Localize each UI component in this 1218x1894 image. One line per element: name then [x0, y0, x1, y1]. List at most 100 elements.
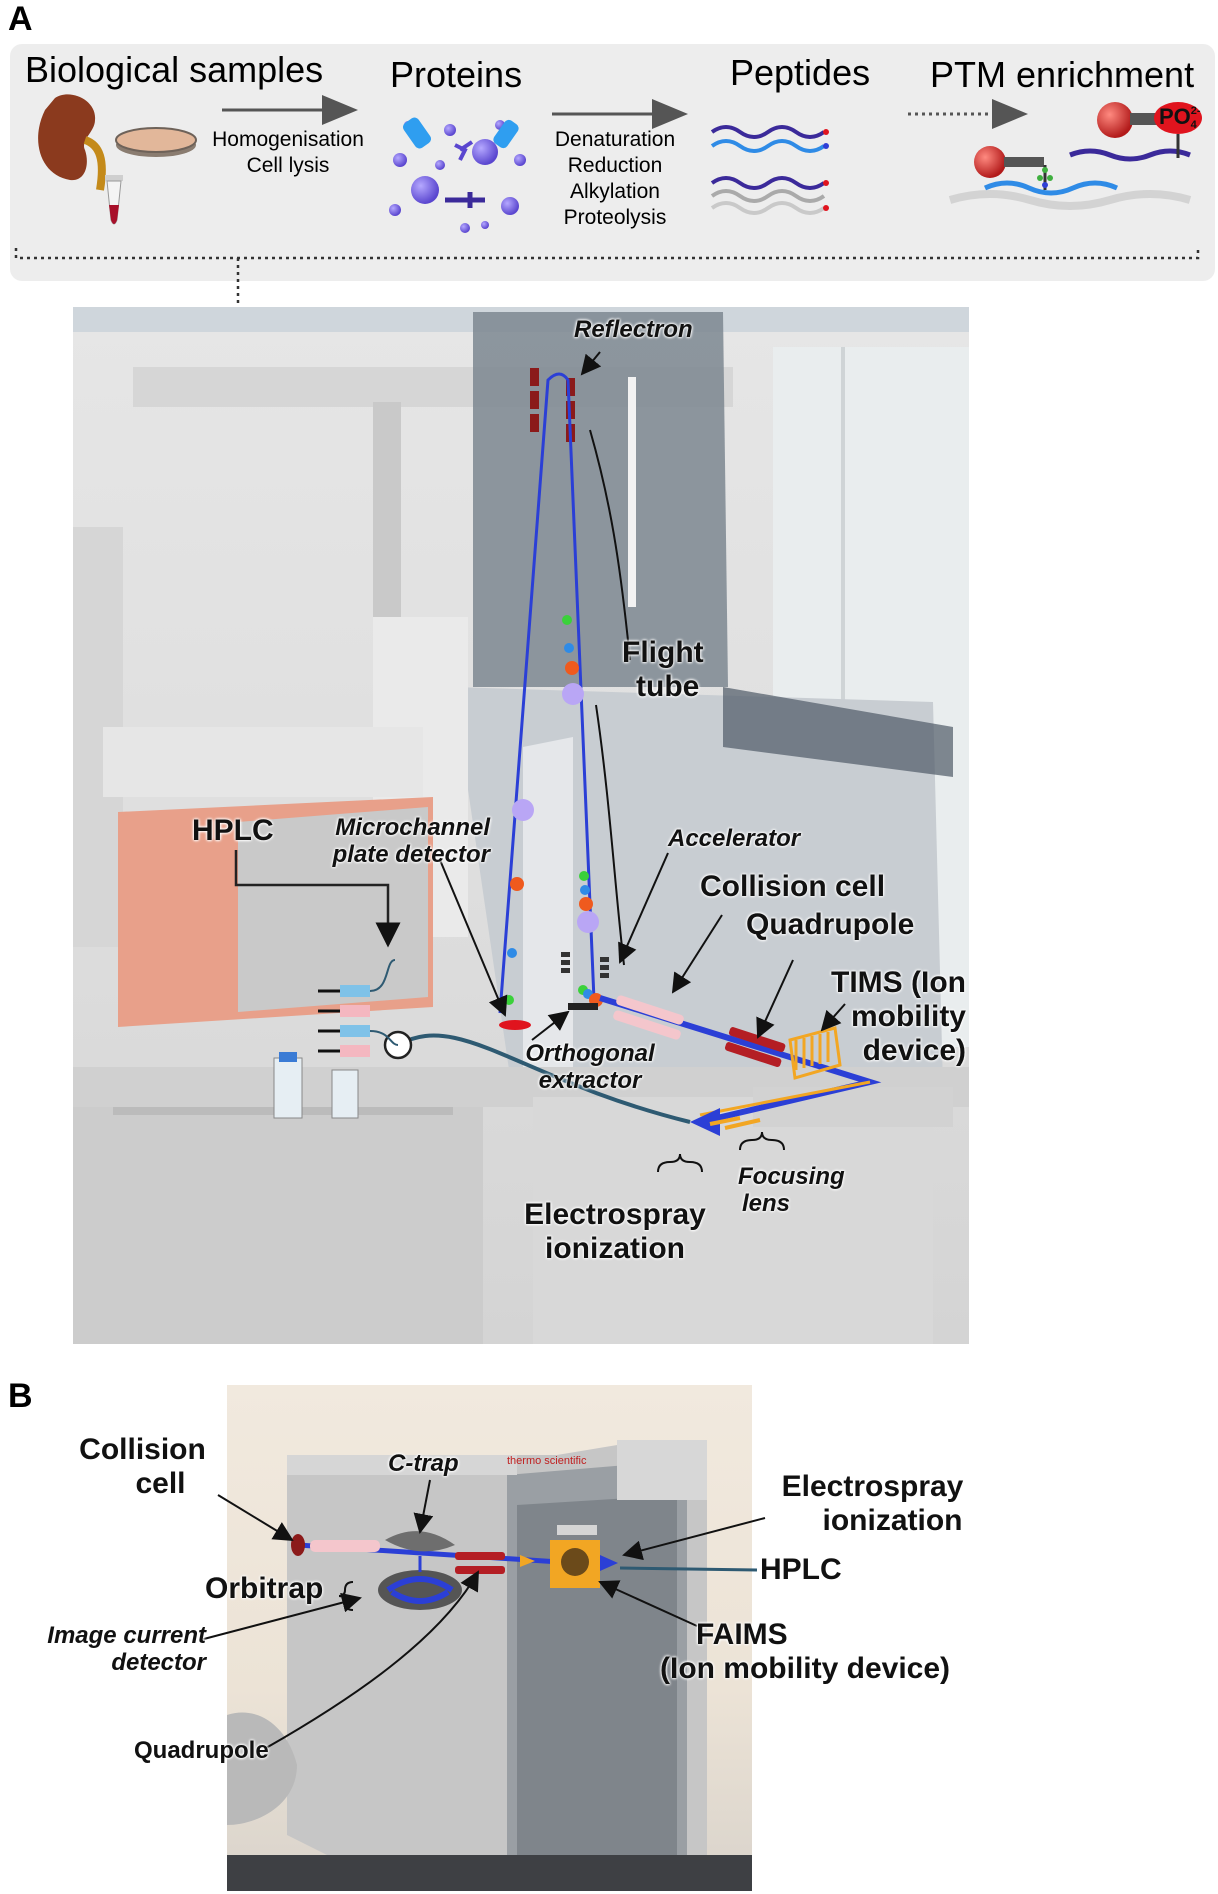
- ion-beam: [599, 995, 882, 1136]
- transition-processing: Denaturation Reduction Alkylation Proteo…: [540, 127, 690, 231]
- label-flight-tube: Flight tube: [622, 636, 704, 704]
- collision-cell-tube: [310, 1540, 380, 1552]
- hplc-b-line: [619, 1566, 758, 1572]
- faims-line-2: (Ion mobility device): [660, 1652, 951, 1685]
- tims-graphic: [788, 1026, 842, 1080]
- tims-line-2: mobility: [850, 1000, 966, 1033]
- label-accelerator: Accelerator: [668, 825, 801, 852]
- orthogonal-line-1: Orthogonal: [525, 1040, 655, 1067]
- tims-line-1: TIMS (Ion: [831, 966, 966, 999]
- collision-b-arrow: [217, 1494, 294, 1542]
- brand-logo: thermo scientific: [507, 1455, 587, 1467]
- step-proteins: Proteins: [390, 54, 523, 95]
- collision-arrow: [671, 914, 723, 994]
- faims-arrow: [598, 1580, 698, 1627]
- ion-flight-path: [498, 372, 596, 1014]
- phosphate-charge: 2-: [1190, 105, 1201, 117]
- hplc-to-esi-tube: [397, 1033, 691, 1124]
- collision-cell-end: [291, 1534, 305, 1556]
- faims-line-1: FAIMS: [696, 1618, 788, 1651]
- focusing-brace: [739, 1131, 785, 1151]
- flight-tube-brace-2: [595, 704, 625, 966]
- emitter-tip: [600, 1555, 618, 1571]
- orbitrap-brace: [338, 1581, 354, 1611]
- label-faims: FAIMS (Ion mobility device): [660, 1618, 950, 1686]
- microchannel-line-1: Microchannel: [335, 814, 490, 841]
- label-focusing: Focusing lens: [738, 1163, 845, 1217]
- electrospray-a-line-1: Electrospray: [524, 1198, 706, 1231]
- quadrupole-b-arrow: [265, 1570, 479, 1749]
- label-orbitrap: Orbitrap: [205, 1572, 324, 1605]
- cell-lysis-line: Cell lysis: [246, 154, 330, 177]
- proteolysis-line: Proteolysis: [563, 206, 667, 229]
- tims-arrow: [820, 1003, 846, 1032]
- quadrupole-arrow: [756, 959, 794, 1039]
- image-current-arrow: [199, 1592, 362, 1641]
- orbitrap-graphic: [378, 1556, 462, 1610]
- workflow-dotted-bracket: [14, 248, 1200, 260]
- electrospray-b-line-2: ionization: [822, 1504, 963, 1537]
- label-hplc-b: HPLC: [760, 1553, 842, 1586]
- workflow-illustrations: [14, 94, 1202, 310]
- quadrupole-b-graphic: [455, 1552, 505, 1574]
- peptides-icon: [710, 125, 829, 215]
- flight-tube-line-2: tube: [636, 670, 700, 703]
- accelerator-arrow: [618, 852, 669, 964]
- c-trap-arrow: [413, 1479, 434, 1534]
- solvent-bottles: [273, 1052, 359, 1119]
- phosphate-text: PO: [1159, 104, 1191, 129]
- focusing-lens-b: [520, 1555, 535, 1567]
- panel-a-schematic: [234, 351, 882, 1173]
- image-current-line-2: detector: [111, 1649, 206, 1676]
- label-microchannel: Microchannel plate detector: [300, 814, 490, 868]
- label-orthogonal: Orthogonal extractor: [500, 1040, 680, 1094]
- lab-scene: [73, 307, 969, 1344]
- transition-homogenisation: Homogenisation Cell lysis: [198, 127, 378, 179]
- flight-tube-brace-1: [589, 429, 631, 661]
- ptm-enrichment-icon: [948, 102, 1202, 210]
- homogenisation-line: Homogenisation: [212, 128, 364, 151]
- faims-electrode: [561, 1548, 589, 1576]
- accelerator-electrodes: [561, 952, 609, 1010]
- phosphate-label: PO2-4: [1159, 104, 1207, 131]
- quadrupole-graphic: [724, 1027, 786, 1067]
- label-c-trap: C-trap: [388, 1450, 459, 1477]
- reflectron-arrow: [580, 351, 602, 376]
- label-electrospray-b: Electrospray ionization: [760, 1470, 985, 1538]
- image-current-line-1: Image current: [47, 1622, 206, 1649]
- hplc-valves: [318, 959, 399, 1057]
- hplc-connector: [234, 850, 401, 948]
- esi-b-arrow: [622, 1517, 766, 1561]
- panel-b-letter: B: [8, 1377, 33, 1415]
- label-reflectron: Reflectron: [574, 316, 693, 343]
- step-ptm-enrichment: PTM enrichment: [930, 54, 1195, 95]
- microchannel-detector: [499, 1020, 531, 1030]
- timstof-photo: [73, 307, 969, 1344]
- esi-brace: [657, 1153, 703, 1173]
- denaturation-line: Denaturation: [554, 128, 676, 151]
- focusing-line-1: Focusing: [738, 1163, 845, 1190]
- detector-arrow: [439, 859, 508, 1017]
- label-image-current: Image current detector: [18, 1622, 206, 1676]
- label-tims: TIMS (Ion mobility device): [790, 966, 966, 1068]
- orthogonal-arrow: [531, 1010, 570, 1041]
- label-collision-cell-a: Collision cell: [700, 870, 886, 903]
- c-trap-graphic: [385, 1531, 455, 1552]
- collision-cell-graphic: [613, 995, 684, 1040]
- label-electrospray-a: Electrospray ionization: [505, 1198, 725, 1266]
- orthogonal-line-2: extractor: [538, 1067, 642, 1094]
- electrospray-a-line-2: ionization: [545, 1232, 685, 1265]
- label-quadrupole-a: Quadrupole: [746, 908, 915, 941]
- label-hplc-a: HPLC: [192, 814, 274, 847]
- collision-b-line-1: Collision: [79, 1433, 206, 1466]
- step-biological-samples: Biological samples: [25, 49, 324, 90]
- collision-b-line-2: cell: [135, 1467, 186, 1500]
- label-collision-cell-b: Collision cell: [70, 1433, 215, 1501]
- ions: [504, 615, 603, 1007]
- proteins-icon: [389, 117, 526, 233]
- step-peptides: Peptides: [730, 52, 871, 93]
- electrospray-b-line-1: Electrospray: [781, 1470, 964, 1503]
- focusing-line-2: lens: [742, 1190, 791, 1217]
- alkylation-line: Alkylation: [570, 180, 660, 203]
